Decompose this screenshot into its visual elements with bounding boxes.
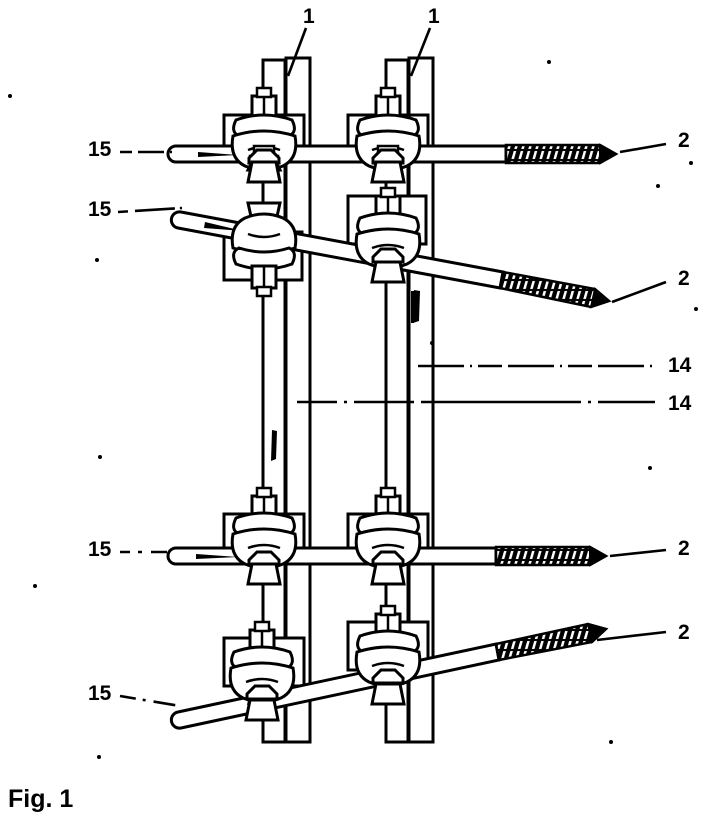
bolt-stud-r4r — [379, 604, 397, 617]
scan-speck — [689, 161, 693, 165]
insulator-bell-r3l — [230, 527, 298, 570]
insulator-rib-r3l — [247, 543, 281, 550]
bolt-stud-r4l — [253, 620, 271, 633]
rod-tip-r1 — [599, 143, 619, 165]
leader-rod-r2 — [611, 280, 667, 304]
rod-tip-r2 — [589, 287, 611, 309]
post-scuff-marks — [271, 290, 420, 461]
label-rod-row3: 2 — [678, 537, 690, 560]
insulator-bell-r4r — [354, 645, 422, 688]
clamp-body-r2r — [371, 247, 405, 264]
scan-speck — [98, 455, 102, 459]
scuff-3 — [411, 291, 414, 323]
scuff-1 — [271, 430, 277, 461]
clamp-lower-r3l — [246, 562, 282, 586]
label-rail-upper: 14 — [668, 354, 692, 377]
insulator-rib-r2l — [247, 232, 281, 239]
bolt-stud-r3l — [255, 486, 273, 499]
label-rod-row4: 2 — [678, 621, 690, 644]
scan-speck — [97, 755, 101, 759]
clamp-lower-r1l — [246, 160, 282, 184]
insulator-r4-left — [228, 620, 296, 722]
clamp-body-r3l — [247, 550, 281, 567]
insulator-r1-left — [230, 86, 298, 184]
clamp-body-r1l — [247, 148, 281, 165]
clamp-lower-r2r — [370, 260, 406, 284]
leader-post-right — [409, 27, 432, 77]
insulator-r3-left — [230, 486, 298, 586]
clamp-lower-r4l — [244, 698, 280, 722]
bolt-stud-r1r — [379, 86, 397, 99]
leader-lines — [117, 27, 667, 708]
clamp-body-r4r — [371, 668, 405, 685]
label-rodend-row4: 15 — [88, 682, 112, 705]
clamp-lower-r1r — [370, 160, 406, 184]
scan-speck — [8, 94, 12, 98]
rod-mark-r3 — [196, 554, 238, 559]
insulator-r2-right — [354, 186, 422, 284]
assembly-row-1 — [166, 86, 619, 184]
insulator-r2-left-inverted — [230, 201, 298, 298]
clamp-lower-r3r — [370, 562, 406, 586]
rod-shank-r4 — [169, 642, 501, 730]
clamp-body-r3r — [371, 550, 405, 567]
leader-rodend-r2 — [117, 206, 183, 214]
scan-speck — [694, 307, 698, 311]
leader-rod-r3 — [609, 548, 667, 558]
insulator-rib-r4l — [245, 677, 279, 684]
bolt-stud-r2r — [379, 186, 397, 199]
label-rodend-row2: 15 — [88, 198, 112, 221]
rod-tip-r4 — [586, 622, 608, 644]
leader-rod-r1 — [619, 142, 667, 154]
insulator-r4-right — [354, 604, 422, 706]
assembly-row-4 — [169, 604, 609, 730]
label-rod-row1: 2 — [678, 129, 690, 152]
scan-speck — [95, 258, 99, 262]
bolt-stud-r3r — [379, 486, 397, 499]
insulator-bell-r3r — [354, 527, 422, 570]
scan-speck — [656, 184, 660, 188]
label-rodend-row3: 15 — [88, 538, 112, 561]
bolt-stud-r2l — [255, 285, 273, 298]
bolt-stud-r1l — [255, 86, 273, 99]
insulator-rib-r2r — [371, 243, 405, 250]
scan-speck — [648, 466, 652, 470]
leader-rodend-r4 — [119, 694, 181, 708]
clamp-body-r4l — [245, 684, 279, 701]
leader-post-left — [286, 27, 308, 77]
scan-speck — [33, 584, 37, 588]
scan-speck — [430, 341, 434, 345]
label-rail-lower: 14 — [668, 392, 692, 415]
figure-caption: Fig. 1 — [8, 785, 74, 813]
label-post-top-right: 1 — [428, 5, 440, 28]
rod-mark-r1 — [198, 152, 238, 157]
scuff-2 — [413, 290, 420, 323]
label-post-top-left: 1 — [303, 5, 315, 28]
clamp-lower-r4r — [370, 682, 406, 706]
insulator-bell-r2l — [230, 212, 298, 255]
insulator-rib-r3r — [371, 543, 405, 550]
scan-speck — [547, 60, 551, 64]
label-rodend-row1: 15 — [88, 138, 112, 161]
rod-shank-r2 — [169, 210, 505, 290]
post-4 — [407, 56, 435, 744]
insulator-rib-r4r — [371, 661, 405, 668]
insulator-r3-right — [354, 486, 422, 586]
clamp-body-r1r — [371, 148, 405, 165]
post-pair-left — [261, 56, 312, 744]
insulator-bell-r4l — [228, 661, 296, 704]
post-2 — [284, 56, 312, 744]
scan-speck — [609, 740, 613, 744]
assembly-row-2 — [169, 186, 612, 309]
assembly-row-3 — [166, 486, 609, 586]
insulator-r1-right — [354, 86, 422, 184]
leader-rod-r4 — [596, 630, 667, 642]
rod-tip-r3 — [589, 545, 609, 567]
label-rod-row2: 2 — [678, 267, 690, 290]
